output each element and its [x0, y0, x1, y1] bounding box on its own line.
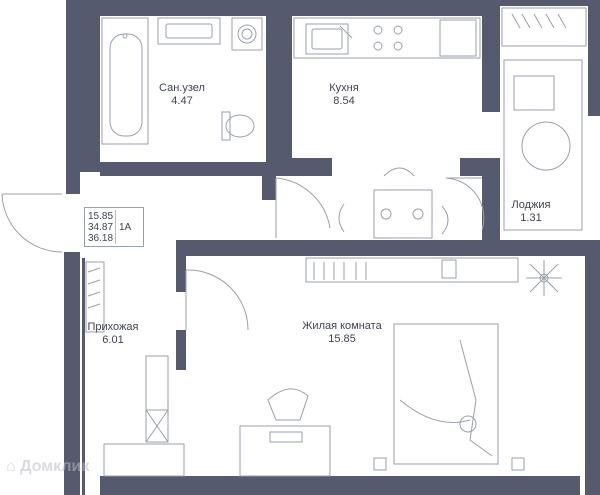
room-loggia-name: Лоджия	[511, 199, 551, 211]
room-kitchen-area: 8.54	[333, 95, 355, 107]
doors	[1, 177, 485, 331]
room-hallway: Прихожая 6.01	[84, 321, 142, 347]
bathtub	[101, 17, 149, 145]
washing-machine	[231, 17, 263, 51]
living-shelves	[305, 257, 519, 283]
room-hallway-name: Прихожая	[87, 321, 139, 333]
room-loggia: Лоджия 1.31	[506, 199, 556, 225]
summary-apartment-type: 1А	[119, 222, 132, 233]
bed	[393, 323, 499, 465]
room-loggia-area: 1.31	[520, 212, 542, 224]
room-bathroom-area: 4.47	[171, 95, 193, 107]
wall-sockets	[373, 457, 525, 471]
watermark-text: Домклик	[20, 458, 90, 475]
room-living: Жилая комната 15.85	[296, 320, 388, 346]
summary-living-area: 15.85	[88, 211, 114, 222]
room-kitchen-name: Кухня	[329, 82, 359, 94]
toilet	[221, 111, 255, 141]
room-kitchen: Кухня 8.54	[316, 82, 372, 108]
summary-total-area: 34.87	[88, 222, 114, 233]
hallway-wardrobe	[85, 261, 185, 477]
room-living-name: Жилая комната	[302, 320, 382, 332]
kitchen-counter	[293, 17, 481, 59]
plant	[526, 260, 562, 296]
area-summary-box: 15.85 34.87 36.18 1А	[84, 207, 144, 247]
room-bathroom: Сан.узел 4.47	[150, 82, 214, 108]
kitchen-table	[338, 167, 449, 239]
room-bathroom-name: Сан.узел	[159, 82, 205, 94]
walls	[64, 0, 600, 495]
loggia-furniture	[501, 7, 587, 231]
room-living-area: 15.85	[328, 333, 356, 345]
sink-vanity	[157, 17, 221, 45]
watermark-logo-icon: ⌂	[6, 458, 16, 475]
watermark: ⌂ Домклик	[6, 458, 89, 476]
summary-divider	[115, 210, 116, 244]
room-hallway-area: 6.01	[102, 334, 124, 346]
desk	[239, 388, 331, 477]
summary-total-with-loggia: 36.18	[88, 233, 114, 244]
